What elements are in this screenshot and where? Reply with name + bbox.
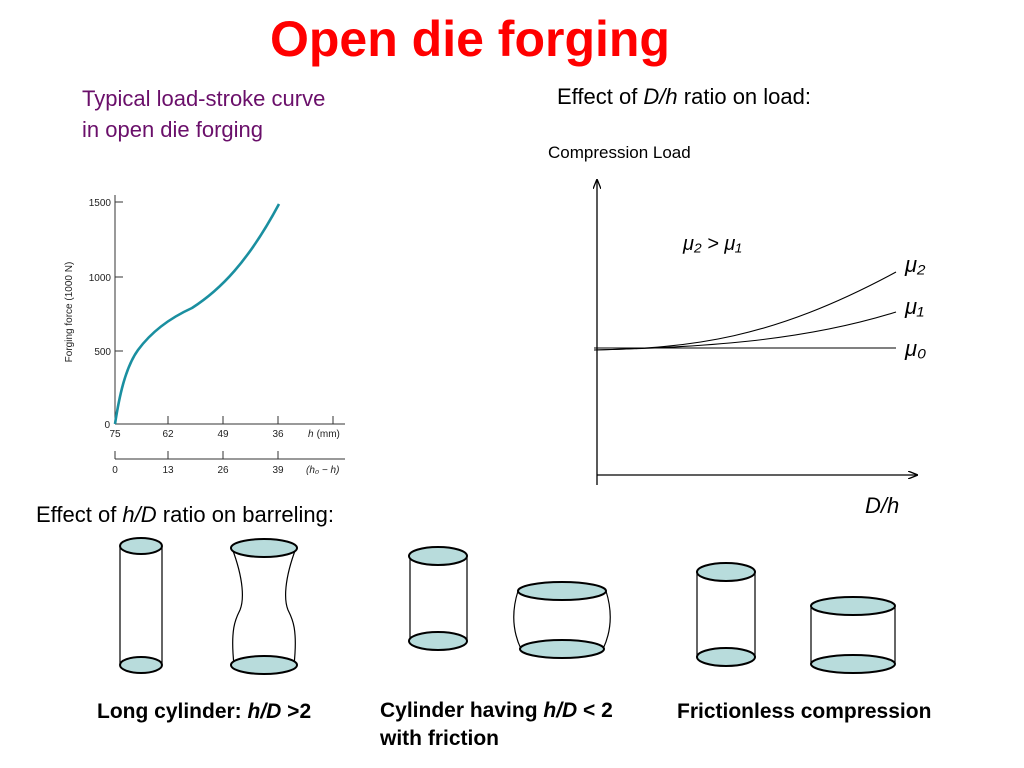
ls-h-tick-label: 49	[217, 429, 229, 440]
mu1-curve	[593, 311, 897, 351]
ls-y-tick-label: 500	[94, 347, 111, 358]
mu-relation-label: μ₂ > μ₁	[682, 233, 742, 255]
cylinder-bottom-face	[519, 639, 605, 659]
friction-cylinder-original	[408, 546, 468, 651]
cylinder-bottom-face	[230, 655, 298, 675]
dh-effect-chart: Compression Load D/h μ₂ > μ₁ μ₂ μ₁ μ₀	[548, 143, 926, 518]
dh-heading-post: ratio on load:	[677, 84, 811, 109]
friction-caption-var: h/D	[543, 699, 578, 722]
ls-dh-tick-label: 26	[217, 465, 229, 476]
hd-heading-post: ratio on barreling:	[156, 502, 334, 527]
ls-h-label-var: h	[308, 429, 314, 440]
ls-h-axis-label: h(mm)	[308, 429, 340, 440]
load-stroke-chart: 0 500 1000 1500 Forging force (1000 N) 7…	[64, 195, 345, 476]
slide-title: Open die forging	[270, 11, 670, 67]
mu2-curve	[593, 271, 897, 351]
dh-effect-heading: Effect of D/h ratio on load:	[557, 84, 811, 110]
cylinder-bottom-face	[696, 647, 756, 667]
hd-heading-pre: Effect of	[36, 502, 123, 527]
ls-h-tick-label: 75	[109, 429, 121, 440]
cylinder-top-face	[517, 581, 607, 601]
ls-h-label-unit: (mm)	[317, 429, 340, 440]
friction-caption-pre: Cylinder having	[380, 699, 544, 722]
load-stroke-caption-line-2: in open die forging	[82, 117, 264, 142]
barreling-illustrations	[119, 537, 896, 675]
ls-dh-tick-label: 13	[162, 465, 174, 476]
load-stroke-curve	[113, 203, 281, 425]
cylinder-bottom-face	[408, 631, 468, 651]
long-cylinder-original	[119, 537, 163, 674]
ls-y-tick-label: 1000	[89, 273, 112, 284]
ls-y-tick-label: 1500	[89, 198, 112, 209]
load-stroke-caption-line-1: Typical load-stroke curve	[82, 86, 326, 111]
cylinder-bottom-face	[810, 654, 896, 674]
mu2-label: μ₂	[904, 252, 926, 277]
dh-y-axis-label: Compression Load	[548, 143, 691, 162]
long-cylinder-deformed	[230, 538, 298, 675]
load-stroke-caption: Typical load-stroke curve in open die fo…	[82, 83, 412, 145]
dh-heading-pre: Effect of	[557, 84, 644, 109]
cylinder-top-face	[230, 538, 298, 558]
long-caption-var: h/D	[247, 700, 282, 723]
friction-caption-line-1: Cylinder having h/D < 2	[380, 697, 613, 725]
long-cylinder-caption: Long cylinder: h/D >2	[97, 700, 311, 724]
mu1-label: μ₁	[904, 294, 924, 319]
ls-dh-axis-label: (h₀ − h)	[306, 465, 339, 476]
frictionless-cylinder-original	[696, 562, 756, 667]
ls-y-axis-label: Forging force (1000 N)	[64, 262, 75, 363]
friction-caption-line-2: with friction	[380, 727, 499, 750]
ls-dh-tick-label: 0	[112, 465, 118, 476]
cylinder-top-face	[119, 537, 163, 555]
ls-dh-tick-label: 39	[272, 465, 284, 476]
cylinder-bottom-face	[119, 656, 163, 674]
ls-h-tick-label: 36	[272, 429, 284, 440]
mu0-label: μ₀	[904, 336, 926, 361]
cylinder-top-face	[810, 596, 896, 616]
hd-heading-var: h/D	[122, 502, 157, 527]
friction-cylinder-deformed	[513, 581, 611, 659]
hd-effect-heading: Effect of h/D ratio on barreling:	[36, 502, 334, 528]
ls-h-tick-label: 62	[162, 429, 174, 440]
long-caption-pre: Long cylinder:	[97, 700, 248, 723]
dh-heading-var: D/h	[643, 84, 678, 109]
frictionless-cylinder-deformed	[810, 596, 896, 674]
long-caption-post: >2	[281, 700, 312, 723]
dh-x-axis-label: D/h	[865, 493, 899, 518]
friction-cylinder-caption: Cylinder having h/D < 2 with friction	[380, 697, 613, 753]
ls-y-tick-label: 0	[104, 420, 110, 431]
cylinder-top-face	[408, 546, 468, 566]
cylinder-top-face	[696, 562, 756, 582]
frictionless-caption: Frictionless compression	[677, 700, 932, 723]
friction-caption-post: < 2	[577, 699, 613, 722]
